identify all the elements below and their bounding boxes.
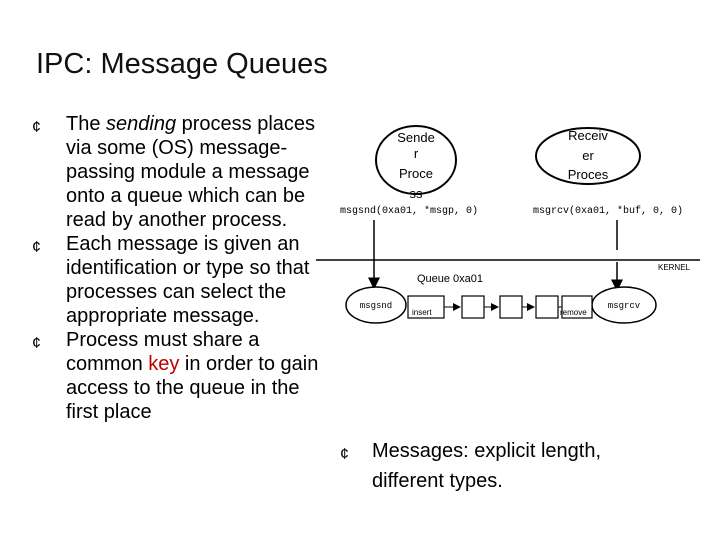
sender-label-line: Proce [399, 166, 433, 181]
msgrcv-box-label: msgrcv [608, 301, 641, 311]
bullet-list: ¢ The sending process places via some (O… [30, 112, 330, 424]
receiver-label-line: Proces [568, 167, 609, 182]
receiver-ellipse [535, 127, 641, 185]
bullet-mark: ¢ [340, 446, 349, 463]
bullet-text-part: The [66, 113, 107, 135]
bullet-text: Each message is given an identification … [66, 233, 310, 327]
kernel-label: KERNEL [658, 263, 691, 272]
bullet-mark: ¢ [32, 335, 41, 352]
emphasis-sending: sending [106, 113, 177, 135]
queue-node [535, 295, 559, 319]
bullet-sending: ¢ The sending process places via some (O… [30, 112, 330, 232]
queue-label: Queue 0xa01 [417, 273, 483, 285]
bullet-text-part: Process must share a common [66, 329, 260, 375]
queue-node [499, 295, 523, 319]
sender-process: Sende r Proce ss [375, 125, 457, 201]
receiver-label-line: Receiv [568, 128, 608, 143]
msgrcv-call-label: msgrcv(0xa01, *buf, 0, 0) [533, 205, 683, 217]
bullet-messages: ¢ Messages: explicit length, different t… [340, 436, 670, 496]
msgsnd-call-label: msgsnd(0xa01, *msgp, 0) [340, 205, 478, 217]
msgsnd-box-label: msgsnd [360, 301, 392, 311]
bullet-mark: ¢ [32, 119, 41, 136]
insert-label: insert [412, 308, 432, 317]
bullet-text: The sending process places via some (OS)… [66, 112, 330, 232]
bullet-key: ¢ Process must share a common key in ord… [30, 328, 330, 424]
remove-label: remove [560, 308, 587, 317]
bullet-text-part: process places via some (OS) message-pas… [66, 113, 316, 231]
key-highlight: key [148, 353, 180, 375]
queue-node [461, 295, 485, 319]
slide-title: IPC: Message Queues [36, 48, 328, 80]
queue-node-remove [561, 295, 593, 319]
sender-label-line: Sende [397, 130, 435, 145]
bullet-identification: ¢ Each message is given an identificatio… [30, 232, 330, 328]
sender-label-line: r [414, 146, 419, 161]
bullet-text-part: in order to gain access to the queue in … [66, 353, 319, 423]
sender-ellipse [375, 125, 457, 195]
receiver-process: Receiv er Proces [535, 127, 641, 185]
receiver-label-line: er [582, 148, 594, 163]
sender-label-line: ss [410, 186, 424, 201]
message-queue: insert remove [407, 295, 593, 319]
msgsnd-ellipse [345, 286, 407, 324]
bullet-text: Messages: explicit length, different typ… [372, 440, 602, 492]
bullet-mark: ¢ [32, 239, 41, 256]
bullet-text: Process must share a common key in order… [66, 328, 330, 424]
